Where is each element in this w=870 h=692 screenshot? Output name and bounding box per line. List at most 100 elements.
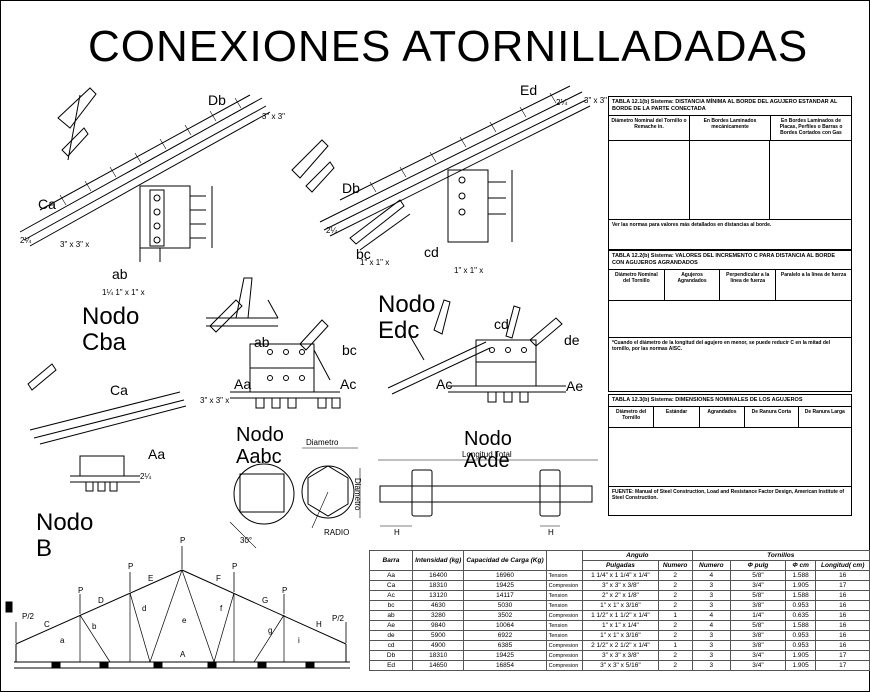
table-increment-c: TABLA 12.2(b) Sistema: VALORES DEL INCRE… — [608, 250, 852, 392]
table-cell: 4 — [691, 570, 732, 581]
table-cell: 14117 — [463, 590, 547, 601]
label-Ae: Ae — [566, 378, 584, 394]
label-ab-2: ab — [254, 334, 270, 350]
table-3-note: FUENTE: Manual of Steel Construction, Lo… — [612, 489, 845, 501]
label-Aa-2: Aa — [148, 446, 166, 462]
dim-3: 3" x 3" x — [60, 240, 90, 249]
table-cell: 3280 — [412, 610, 465, 621]
table-cell: Compresion — [545, 640, 584, 651]
table-cell: 13120 — [412, 590, 465, 601]
table-cell: 1.905 — [784, 580, 817, 591]
table-cell: 16 — [815, 630, 870, 641]
bar-sub-phi-pulg: Φ pulg — [730, 560, 786, 571]
table-cell: 1" x 1" x 3/16" — [582, 630, 659, 641]
bar-sub-numero-2: Numero — [691, 560, 732, 571]
label-bc-2: bc — [342, 342, 357, 358]
table-2-note: *Cuando el diámetro de la longitud del a… — [612, 340, 831, 352]
dim-11: 2¼ — [140, 472, 152, 481]
dim-2: 3" x 3" — [584, 96, 608, 105]
bar-header-empty — [545, 550, 584, 571]
table-cell: 3/8" — [730, 640, 786, 651]
table-cell: 17 — [815, 650, 870, 661]
load-P5: P — [282, 586, 288, 595]
table-cell: Ca — [368, 580, 414, 591]
table-cell: 9840 — [412, 620, 465, 631]
table-cell: 1 — [657, 640, 693, 651]
table-cell: 5/8" — [730, 570, 786, 581]
table-cell: 0.953 — [784, 630, 817, 641]
table-cell: 0.953 — [784, 640, 817, 651]
load-P-half-right: P/2 — [332, 614, 345, 623]
bar-header-tornillos: Tornillos — [691, 550, 870, 561]
table-cell: 3/8" — [730, 630, 786, 641]
table-cell: ab — [368, 610, 414, 621]
table-cell: Ac — [368, 590, 414, 601]
table-cell: 3" x 3" x 3/8" — [582, 650, 659, 661]
table-cell: 14650 — [412, 660, 465, 671]
table-cell: 1.905 — [784, 650, 817, 661]
table-cell: Compresion — [545, 610, 584, 621]
table-cell: 16 — [815, 640, 870, 651]
table-2-head-3: Perpendicular a la línea de fuerza — [719, 270, 775, 300]
bar-header-capacidad: Capacidad de Carga (Kg) — [463, 550, 547, 571]
table-cell: 3 — [691, 600, 732, 611]
table-cell: 16 — [815, 610, 870, 621]
member-D: D — [98, 596, 104, 605]
label-Db-2: Db — [342, 180, 360, 196]
table-cell: Compresion — [545, 650, 584, 661]
table-cell: 16 — [815, 570, 870, 581]
bar-table: Barra Intensidad (kg) Capacidad de Carga… — [368, 550, 870, 671]
table-cell: 3502 — [463, 610, 547, 621]
table-3-head-1: Diámetro del Tornillo — [616, 409, 647, 421]
member-F: F — [216, 574, 221, 583]
table-cell: 2 — [657, 630, 693, 641]
table-cell: 4 — [691, 620, 732, 631]
table-cell: 3 — [691, 590, 732, 601]
label-H2: H — [548, 528, 554, 537]
table-3-head-3: Agrandados — [698, 407, 744, 427]
table-cell: 3 — [691, 580, 732, 591]
label-Ca: Ca — [38, 196, 56, 212]
label-diametro-top: Diametro — [306, 438, 339, 447]
label-radio: RADIO — [324, 528, 350, 537]
table-cell: 2 — [657, 650, 693, 661]
table-cell: 16 — [815, 600, 870, 611]
load-P-half-left: P/2 — [22, 612, 35, 621]
dim-1: 3" x 3" — [262, 112, 286, 121]
table-3-title: TABLA 12.3(b) Sistema: DIMENSIONES NOMIN… — [609, 395, 851, 407]
label-Ac: Ac — [340, 376, 357, 392]
label-Db: Db — [208, 92, 226, 108]
table-cell: 3/4" — [730, 650, 786, 661]
load-P3: P — [180, 536, 186, 545]
table-cell: 19425 — [463, 650, 547, 661]
table-cell: de — [368, 630, 414, 641]
table-cell: 2 — [657, 580, 693, 591]
label-cd-2: cd — [494, 316, 509, 332]
label-H1: H — [394, 528, 400, 537]
table-cell: Tension — [545, 600, 584, 611]
member-C: C — [44, 620, 50, 629]
table-cell: 3/8" — [730, 600, 786, 611]
table-cell: 5030 — [463, 600, 547, 611]
table-cell: 16400 — [412, 570, 465, 581]
table-cell: 3 — [691, 640, 732, 651]
table-cell: 0.953 — [784, 600, 817, 611]
table-cell: 1 — [657, 610, 693, 621]
table-cell: 1.588 — [784, 590, 817, 601]
table-cell: Aa — [368, 570, 414, 581]
member-E: E — [148, 574, 154, 583]
member-b: b — [92, 622, 97, 631]
table-cell: Tension — [545, 590, 584, 601]
load-P4: P — [232, 562, 238, 571]
table-cell: 1 1/2" x 1 1/2" x 1/4" — [582, 610, 659, 621]
table-cell: 1 1/4" x 1 1/4" x 1/4" — [582, 570, 659, 581]
label-de: de — [564, 332, 580, 348]
dim-5: 1" x 1" x — [360, 258, 390, 267]
table-cell: 1" x 1" x 3/16" — [582, 600, 659, 611]
